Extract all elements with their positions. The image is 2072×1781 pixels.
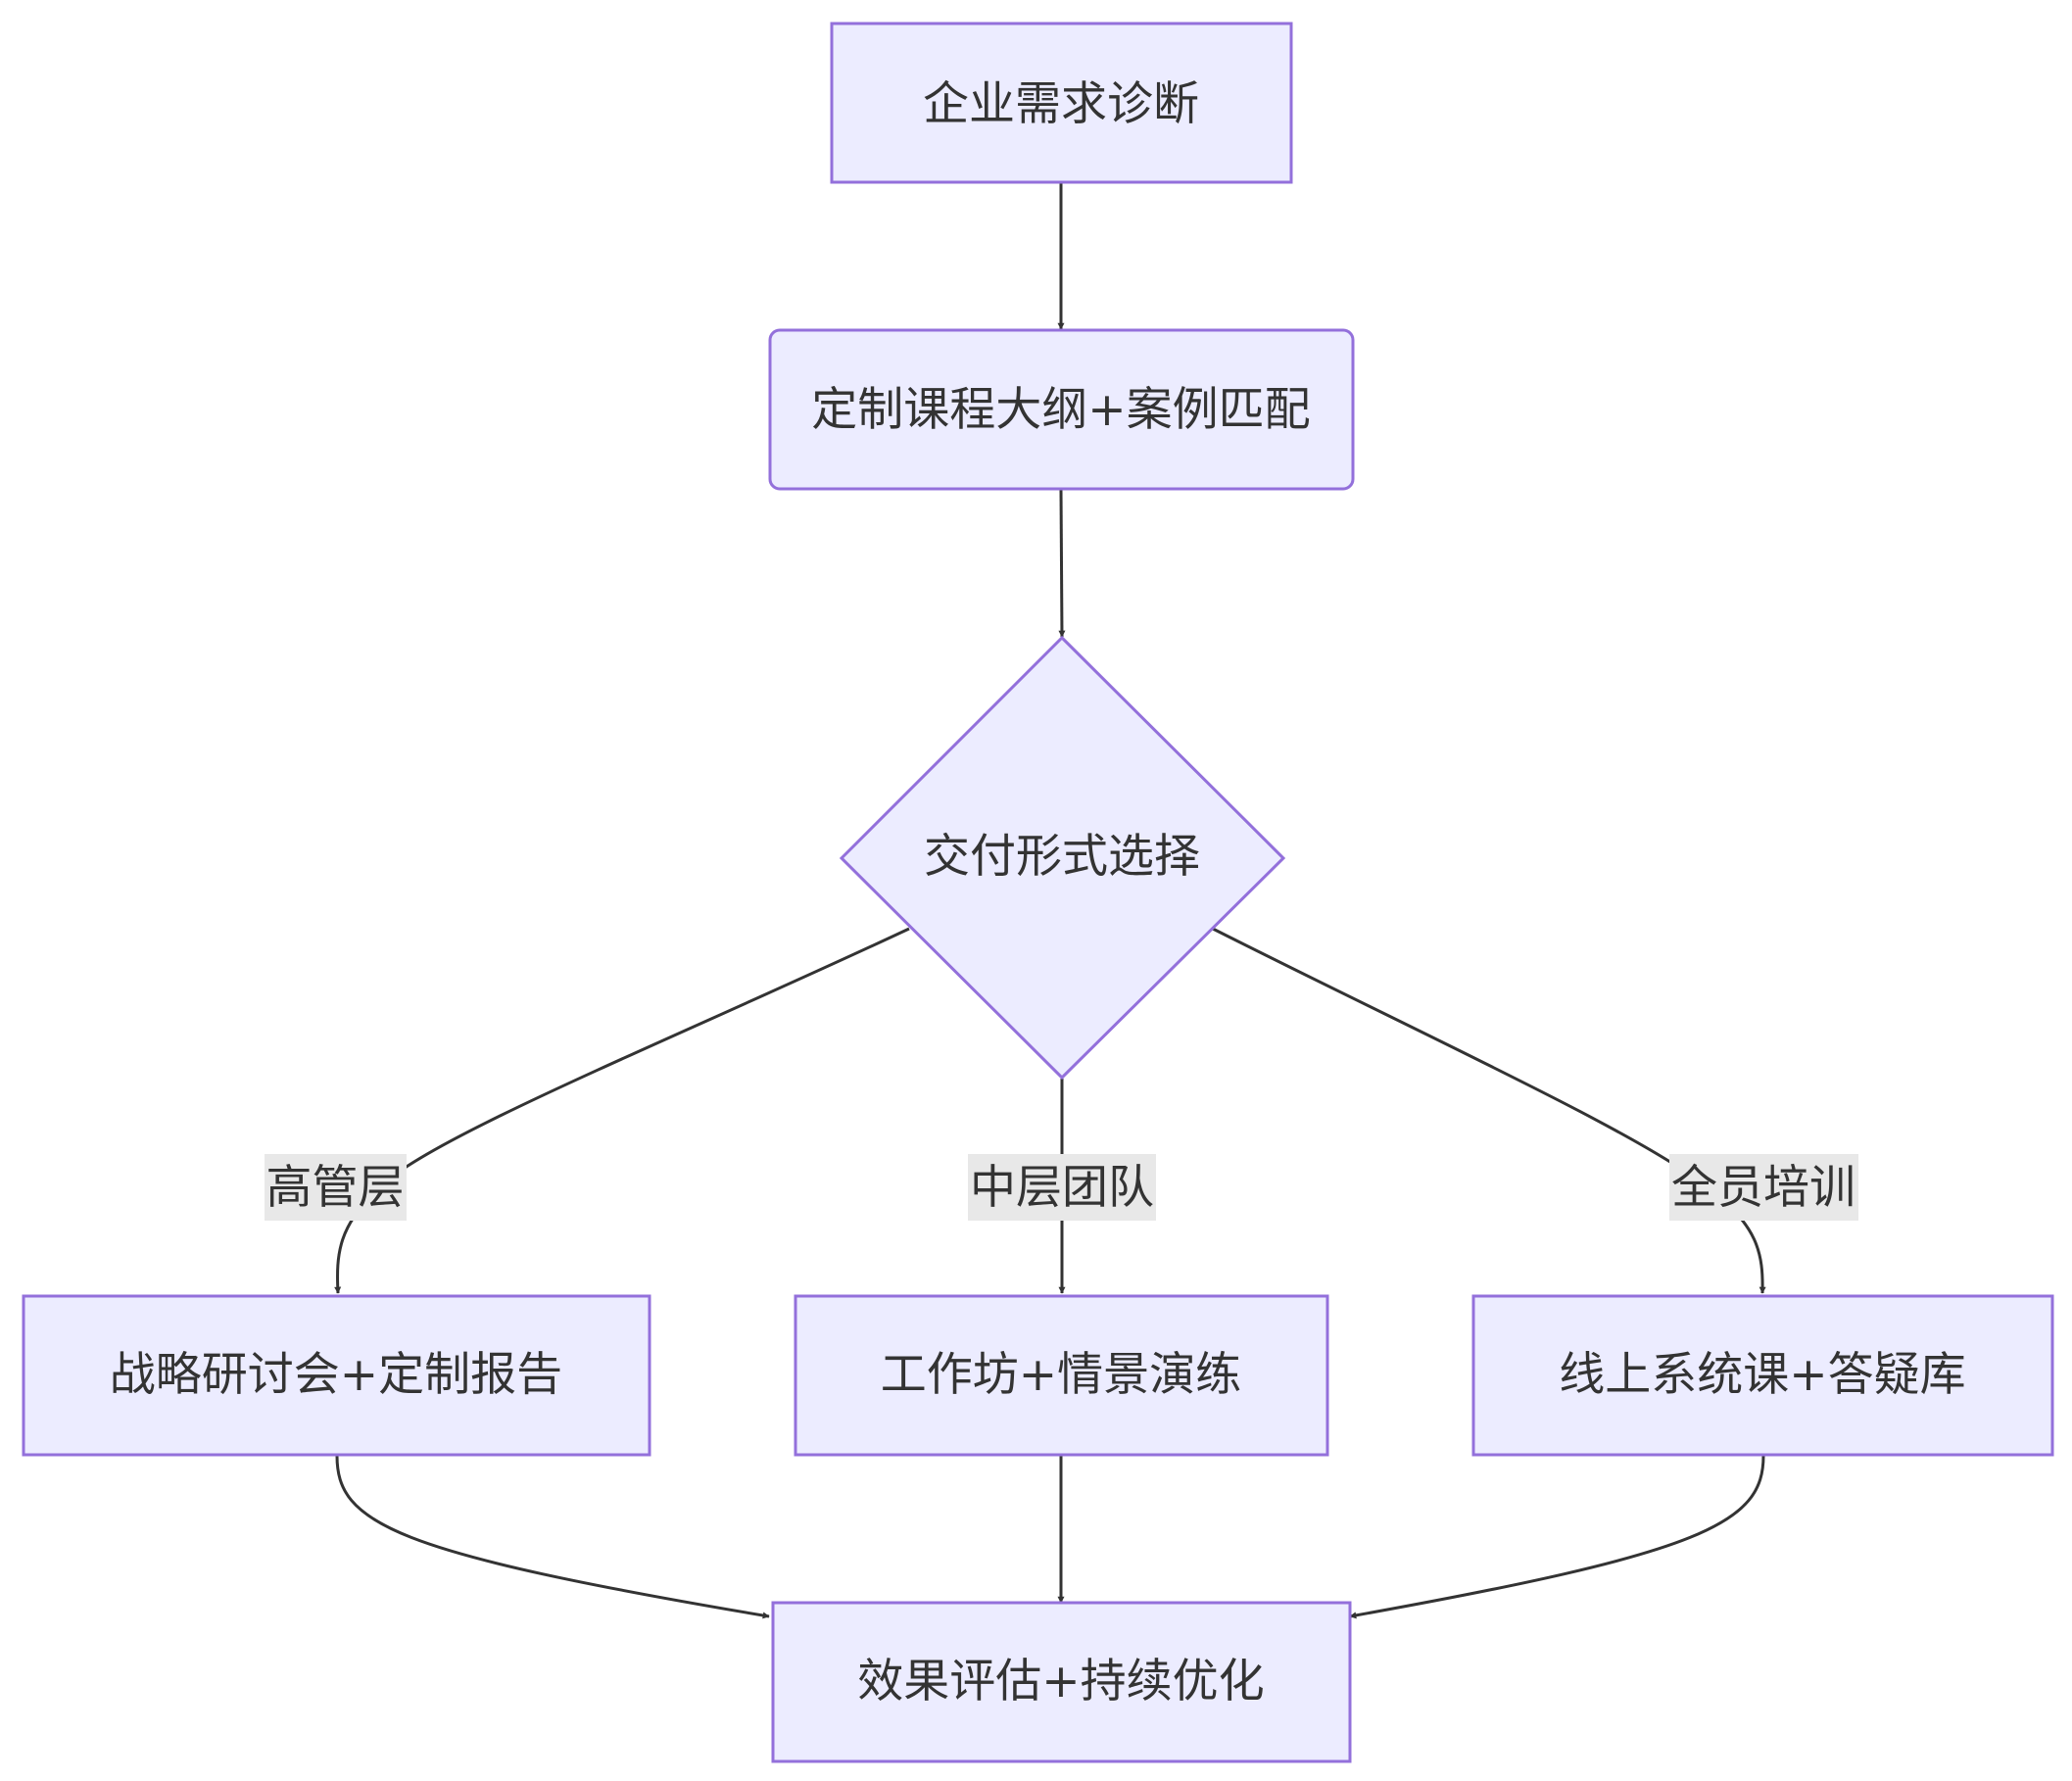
node-diagnose: 企业需求诊断 bbox=[830, 22, 1293, 184]
edge-label-executive-text: 高管层 bbox=[266, 1161, 405, 1215]
edge-delivery-to-executive bbox=[334, 927, 910, 1294]
node-middle-path: 工作坊+情景演练 bbox=[794, 1294, 1329, 1457]
node-allstaff-path-label: 线上系统课+答疑库 bbox=[1559, 1348, 1965, 1402]
node-evaluate-label: 效果评估+持续优化 bbox=[857, 1655, 1264, 1709]
edge-customize-to-delivery bbox=[1058, 489, 1066, 638]
edge-label-middle: 中层团队 bbox=[968, 1154, 1156, 1221]
edge-delivery-to-allstaff bbox=[1212, 927, 1766, 1294]
node-middle-path-label: 工作坊+情景演练 bbox=[881, 1348, 1241, 1402]
node-evaluate: 效果评估+持续优化 bbox=[771, 1601, 1352, 1763]
edges bbox=[334, 183, 1766, 1619]
node-customize: 定制课程大纲+案例匹配 bbox=[768, 328, 1355, 491]
node-delivery-label: 交付形式选择 bbox=[924, 830, 1200, 884]
edge-executive-to-evaluate bbox=[335, 1455, 770, 1619]
edge-labels: 高管层 中层团队 全员培训 bbox=[265, 1154, 1858, 1221]
node-allstaff-path: 线上系统课+答疑库 bbox=[1471, 1294, 2054, 1457]
node-executive-path-label: 战略研讨会+定制报告 bbox=[110, 1348, 562, 1402]
nodes: 企业需求诊断 定制课程大纲+案例匹配 交付形式选择 战略研讨会+定制报告 工作坊… bbox=[22, 22, 2054, 1763]
edge-allstaff-to-evaluate bbox=[1349, 1455, 1765, 1619]
edge-label-allstaff-text: 全员培训 bbox=[1671, 1161, 1855, 1215]
edge-label-middle-text: 中层团队 bbox=[970, 1161, 1154, 1215]
node-customize-label: 定制课程大纲+案例匹配 bbox=[811, 383, 1310, 437]
node-delivery-decision: 交付形式选择 bbox=[839, 635, 1286, 1081]
edge-label-allstaff: 全员培训 bbox=[1669, 1154, 1858, 1221]
edge-label-executive: 高管层 bbox=[265, 1154, 407, 1221]
node-diagnose-label: 企业需求诊断 bbox=[923, 77, 1199, 131]
node-executive-path: 战略研讨会+定制报告 bbox=[22, 1294, 651, 1457]
